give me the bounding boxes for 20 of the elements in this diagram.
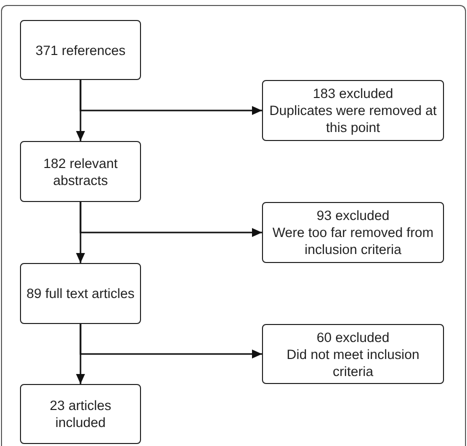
arrow [80,202,262,237]
box-heading: 93 excluded [316,207,390,224]
box-text: Did not meet inclusion criteria [286,346,420,380]
box-text: Duplicates were removed at this point [268,102,438,136]
box-text: 182 relevant abstracts [42,154,119,188]
process-box [262,202,444,263]
box-heading: 183 excluded [312,85,394,102]
box-text: 23 articles included [48,397,112,431]
process-box [20,263,141,324]
process-box [20,384,141,444]
process-box [20,141,141,202]
process-box [20,20,141,80]
box-heading: 60 excluded [316,328,390,346]
arrow [80,324,262,358]
box-text: 371 references [35,42,126,58]
process-box [262,324,444,384]
box-text: 89 full text articles [26,285,135,302]
box-text: Were too far removed from inclusion criteria [271,224,435,258]
process-box [262,80,444,141]
arrow [80,80,262,115]
